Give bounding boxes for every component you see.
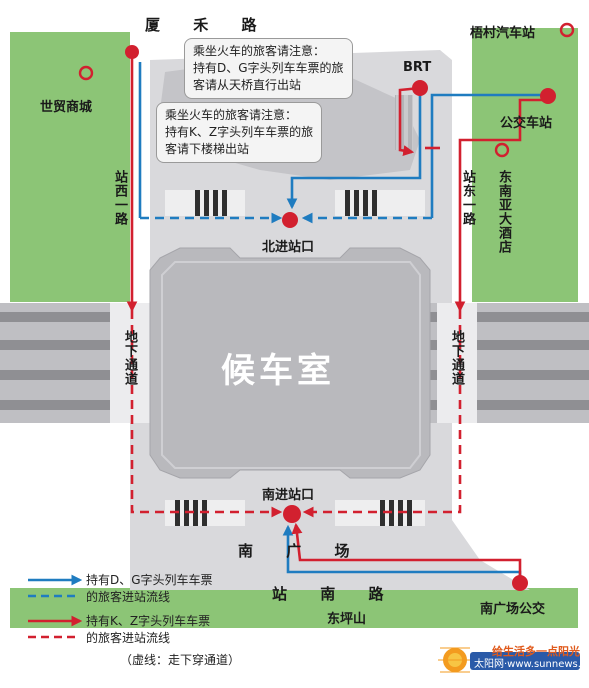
label-south-square-bus: 南广场公交 bbox=[480, 602, 546, 617]
red-route-brt bbox=[398, 86, 421, 156]
callout-dg-notice: 乘坐火车的旅客请注意： 持有D、G字头列车车票的旅 客请从天桥直行出站 bbox=[184, 38, 353, 99]
callout-line: 持有D、G字头列车车票的旅 bbox=[193, 61, 344, 75]
waiting-hall-building bbox=[149, 247, 431, 479]
point-wutsun-bus bbox=[559, 22, 575, 38]
red-route-east-dashed bbox=[302, 310, 462, 518]
stair-hatch bbox=[395, 95, 413, 150]
legend-red-lines bbox=[28, 615, 83, 639]
legend-red-line-2: 的旅客进站流线 bbox=[86, 631, 171, 645]
green-area-west bbox=[10, 32, 130, 302]
green-area-south bbox=[10, 588, 578, 628]
red-route-west-dashed bbox=[130, 310, 283, 518]
label-world-trade: 世贸商城 bbox=[40, 100, 93, 115]
label-underpass-right: 地下通道 bbox=[449, 330, 464, 386]
legend-blue-text: 持有D、G字头列车车票 的旅客进站流线 bbox=[86, 572, 213, 606]
label-south-entrance: 南进站口 bbox=[262, 488, 315, 503]
label-bus-station: 公交车站 bbox=[500, 116, 553, 131]
sun-logo bbox=[438, 647, 580, 673]
footer-slogan: 给生活多一点阳光 bbox=[492, 645, 580, 658]
point-xiahe-road bbox=[125, 45, 139, 59]
legend-blue-line-1: 持有D、G字头列车车票 bbox=[86, 573, 213, 587]
point-bus-station bbox=[540, 88, 556, 104]
label-dongping-mountain: 东坪山 bbox=[327, 612, 367, 627]
blue-route-east-solid bbox=[430, 93, 548, 218]
label-xiahe-road: 厦 禾 路 bbox=[145, 16, 271, 34]
label-station-west-road: 站西一路 bbox=[112, 170, 127, 226]
label-southeast-hotel: 东南亚大酒店 bbox=[496, 170, 511, 254]
label-brt: BRT bbox=[403, 60, 432, 75]
label-north-entrance: 北进站口 bbox=[262, 240, 315, 255]
callout-line: 持有K、Z字头列车车票的旅 bbox=[165, 125, 314, 139]
legend-red-text: 持有K、Z字头列车车票 的旅客进站流线 bbox=[86, 613, 210, 647]
station-east-road bbox=[452, 30, 472, 310]
point-southeast-hotel bbox=[494, 142, 510, 158]
label-wutsun-bus: 梧村汽车站 bbox=[470, 26, 536, 41]
green-area-east bbox=[472, 28, 578, 302]
point-brt bbox=[412, 80, 428, 96]
callout-line: 客请从天桥直行出站 bbox=[193, 78, 302, 92]
red-route-south bbox=[291, 522, 522, 580]
callout-line: 乘坐火车的旅客请注意： bbox=[165, 108, 298, 122]
footer-logo-text: 太阳网·www.sunnews.cn bbox=[474, 659, 589, 670]
red-route-east-solid bbox=[454, 98, 548, 313]
callout-line: 客请下楼梯出站 bbox=[165, 142, 250, 156]
point-north-entrance bbox=[282, 212, 298, 228]
legend-red-line-1: 持有K、Z字头列车车票 bbox=[86, 614, 211, 628]
callout-kz-notice: 乘坐火车的旅客请注意： 持有K、Z字头列车车票的旅 客请下楼梯出站 bbox=[156, 102, 323, 163]
point-south-square-bus bbox=[512, 575, 528, 591]
legend-blue-line-2: 的旅客进站流线 bbox=[86, 590, 171, 604]
callout-line: 乘坐火车的旅客请注意： bbox=[193, 44, 326, 58]
legend-blue-lines bbox=[28, 574, 83, 598]
label-south-square: 南 广 场 bbox=[238, 542, 364, 560]
point-south-entrance bbox=[283, 505, 301, 523]
label-underpass-left: 地下通道 bbox=[122, 330, 137, 386]
track-bands bbox=[0, 303, 589, 423]
label-station-east-road: 站东一路 bbox=[460, 170, 475, 226]
label-waiting-hall: 候车室 bbox=[221, 351, 335, 391]
blue-route-brt bbox=[286, 88, 422, 210]
label-station-south-road: 站 南 路 bbox=[272, 585, 398, 603]
legend-note: （虚线：走下穿通道） bbox=[120, 653, 241, 667]
point-world-trade bbox=[78, 65, 94, 81]
